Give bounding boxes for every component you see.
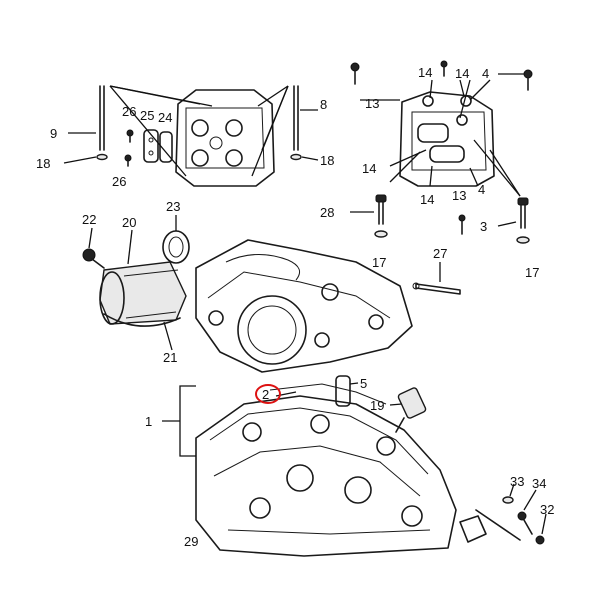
callout-24[interactable]: 24 xyxy=(158,110,172,125)
callout-14[interactable]: 14 xyxy=(420,192,434,207)
callout-1[interactable]: 1 xyxy=(145,414,152,429)
callout-22[interactable]: 22 xyxy=(82,212,96,227)
callout-34[interactable]: 34 xyxy=(532,476,546,491)
callout-26[interactable]: 26 xyxy=(112,174,126,189)
callout-9[interactable]: 9 xyxy=(50,126,57,141)
rocker-assembly xyxy=(350,60,533,295)
callout-4[interactable]: 4 xyxy=(478,182,485,197)
callout-8[interactable]: 8 xyxy=(320,97,327,112)
callout-17[interactable]: 17 xyxy=(372,255,386,270)
callout-14[interactable]: 14 xyxy=(362,161,376,176)
callout-18[interactable]: 18 xyxy=(320,153,334,168)
callout-29[interactable]: 29 xyxy=(184,534,198,549)
callout-17[interactable]: 17 xyxy=(525,265,539,280)
callout-32[interactable]: 32 xyxy=(540,502,554,517)
callout-13[interactable]: 13 xyxy=(452,188,466,203)
callout-23[interactable]: 23 xyxy=(166,199,180,214)
callout-21[interactable]: 21 xyxy=(163,350,177,365)
callout-26[interactable]: 26 xyxy=(122,104,136,119)
callout-25[interactable]: 25 xyxy=(140,108,154,123)
callout-5[interactable]: 5 xyxy=(360,376,367,391)
callout-3[interactable]: 3 xyxy=(480,219,487,234)
cylinder-head xyxy=(162,239,547,557)
callout-4[interactable]: 4 xyxy=(482,66,489,81)
callout-14[interactable]: 14 xyxy=(455,66,469,81)
callout-18[interactable]: 18 xyxy=(36,156,50,171)
callout-20[interactable]: 20 xyxy=(122,215,136,230)
callout-2[interactable]: 2 xyxy=(262,387,269,402)
head-cover-assembly xyxy=(63,85,319,187)
callout-33[interactable]: 33 xyxy=(510,474,524,489)
intake-assembly xyxy=(82,215,190,351)
callout-27[interactable]: 27 xyxy=(433,246,447,261)
callout-labels: 9 18 26 25 24 26 8 18 13 14 14 4 14 14 1… xyxy=(36,65,554,549)
callout-13[interactable]: 13 xyxy=(365,96,379,111)
highlight-ring xyxy=(255,384,281,404)
callout-19[interactable]: 19 xyxy=(370,398,384,413)
callout-28[interactable]: 28 xyxy=(320,205,334,220)
callout-14[interactable]: 14 xyxy=(418,65,432,80)
